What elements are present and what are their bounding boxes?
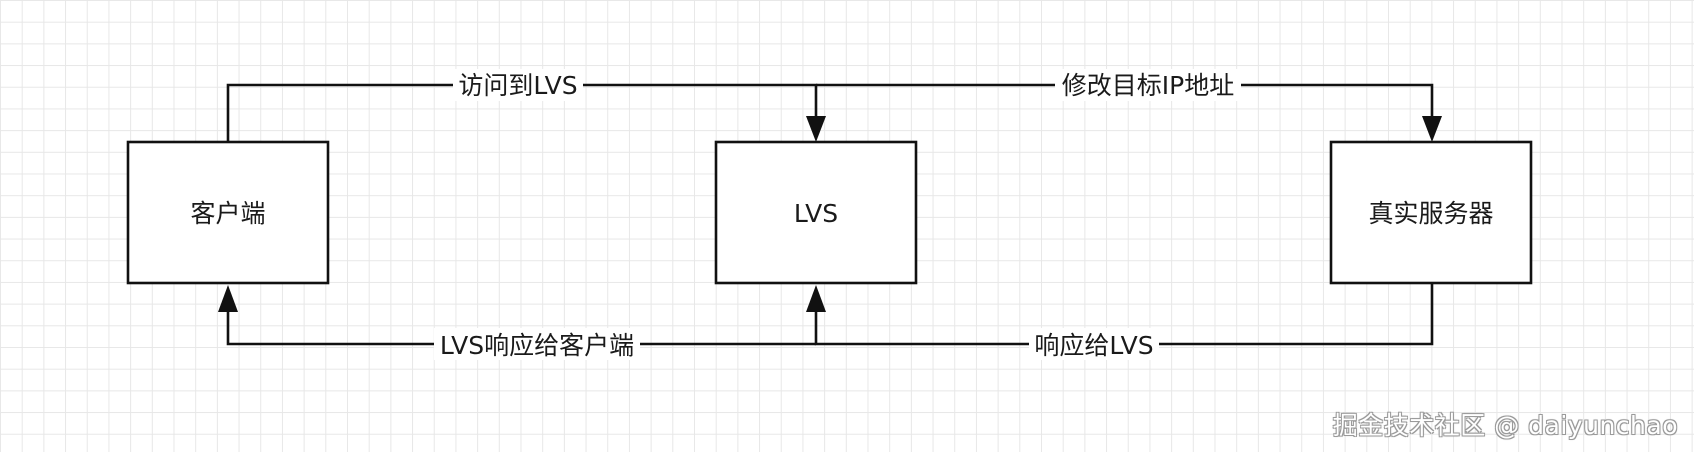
node-real-server: 真实服务器 [1329,140,1533,285]
node-real-server-label: 真实服务器 [1368,199,1493,228]
node-lvs: LVS [714,140,918,285]
node-lvs-label: LVS [794,199,838,228]
watermark: 掘金技术社区 @ daiyunchao [1332,411,1678,440]
node-client: 客户端 [126,140,330,285]
arrowhead-into-lvs-top [806,116,826,142]
edge-label-access-lvs-group: 访问到LVS [453,69,583,101]
arrowhead-into-real-server [1422,116,1442,142]
node-client-label: 客户端 [190,199,265,228]
edge-label-lvs-respond-client-group: LVS响应给客户端 [434,328,640,360]
edge-label-respond-lvs: 响应给LVS [1034,331,1153,360]
arrowhead-into-client [218,285,238,312]
edge-label-lvs-respond-client: LVS响应给客户端 [440,331,634,360]
edge-lvs-to-real-server [816,83,1434,118]
edge-label-modify-target-ip-group: 修改目标IP地址 [1055,69,1241,101]
edge-label-access-lvs: 访问到LVS [458,71,577,100]
edge-label-modify-target-ip: 修改目标IP地址 [1062,71,1234,100]
edge-label-respond-lvs-group: 响应给LVS [1029,328,1159,360]
arrowhead-into-lvs-bottom [806,285,826,312]
